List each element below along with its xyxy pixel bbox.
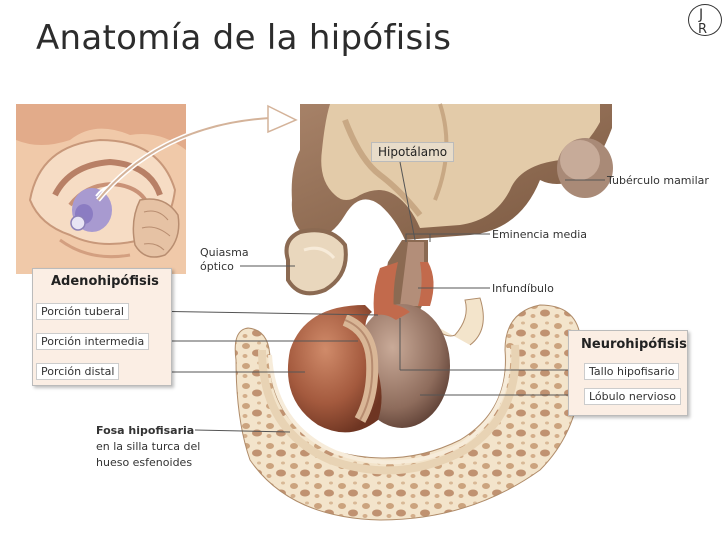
label-tuberculo-mamilar: Tubérculo mamilar [607, 174, 709, 187]
label-quiasma: Quiasma [200, 246, 249, 259]
adeno-item: Porción tuberal [36, 303, 129, 320]
adenohipofisis-panel: Adenohipófisis Porción tuberal Porción i… [32, 268, 172, 386]
author-logo: J R [688, 4, 722, 37]
label-infundibulo: Infundíbulo [492, 282, 554, 295]
fosa-line1: en la silla turca del [96, 440, 201, 453]
adeno-item: Porción distal [36, 363, 120, 380]
adeno-item: Porción intermedia [36, 333, 150, 350]
brain-sagittal-inset [16, 104, 186, 274]
label-hipotalamo: Hipotálamo [371, 142, 455, 162]
fosa-hipofisaria-label: Fosa hipofisaria en la silla turca del h… [96, 423, 200, 471]
neuro-item: Tallo hipofisario [584, 363, 680, 380]
hypothalamus-region [284, 103, 613, 296]
pituitary-stalk [373, 240, 434, 314]
leader-lines [132, 161, 605, 433]
neurohipofisis-panel: Neurohipófisis Tallo hipofisario Lóbulo … [568, 330, 688, 416]
logo-letter-j: J [699, 7, 704, 23]
logo-letter-r: R [698, 22, 708, 37]
label-optico: óptico [200, 260, 234, 273]
adenohipofisis-title: Adenohipófisis [51, 274, 159, 289]
sella-turcica-bone [234, 297, 583, 521]
fosa-title: Fosa hipofisaria [96, 424, 195, 437]
fosa-line2: hueso esfenoides [96, 456, 193, 469]
neuro-item: Lóbulo nervioso [584, 388, 681, 405]
neurohipofisis-title: Neurohipófisis [581, 337, 687, 352]
label-eminencia-media: Eminencia media [492, 228, 588, 241]
pituitary-gland [287, 303, 450, 433]
page-title: Anatomía de la hipófisis [36, 18, 452, 58]
